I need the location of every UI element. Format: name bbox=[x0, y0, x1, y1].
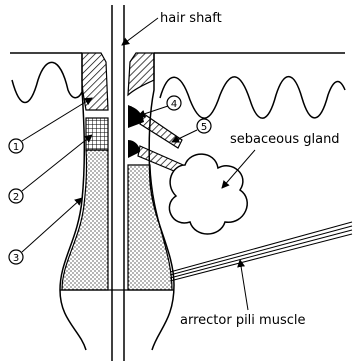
pointer-hair-shaft bbox=[122, 18, 158, 45]
sebaceous-duct-upper bbox=[140, 114, 182, 148]
region-3-left bbox=[62, 150, 108, 290]
pointer-arrector-pili bbox=[240, 260, 248, 310]
label-sebaceous-gland: sebaceous gland bbox=[230, 132, 340, 147]
label-hair-shaft: hair shaft bbox=[160, 11, 222, 26]
sebaceous-gland-shape bbox=[169, 154, 247, 234]
svg-text:3: 3 bbox=[13, 253, 19, 264]
dermis-wave-left bbox=[12, 62, 82, 102]
label-arrector-pili-muscle: arrector pili muscle bbox=[180, 313, 305, 328]
marker-4: 4 bbox=[138, 96, 181, 116]
svg-text:5: 5 bbox=[201, 122, 207, 133]
svg-text:2: 2 bbox=[13, 192, 19, 203]
dermis-wave-right bbox=[160, 77, 345, 119]
region-1-right bbox=[128, 53, 154, 95]
svg-text:1: 1 bbox=[13, 142, 19, 153]
region-2-left bbox=[86, 118, 108, 150]
svg-text:4: 4 bbox=[171, 99, 177, 110]
region-3-right bbox=[128, 165, 172, 290]
